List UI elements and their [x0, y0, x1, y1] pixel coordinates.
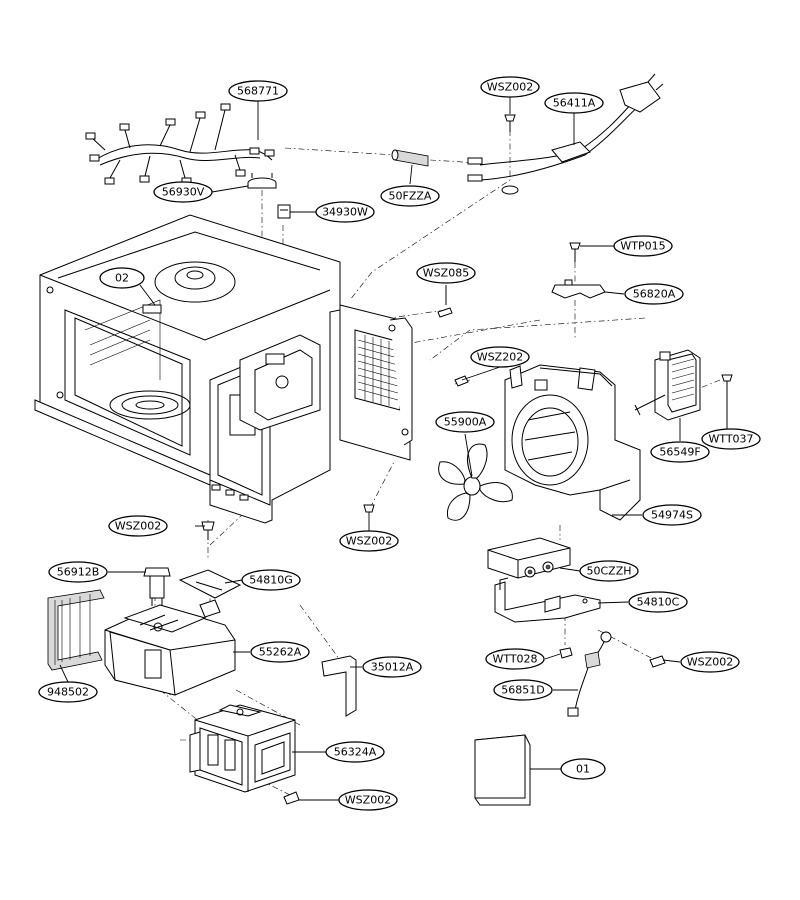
- fan-motor-56549F: [634, 349, 701, 421]
- svg-text:56912B: 56912B: [57, 566, 100, 579]
- svg-text:50CZZH: 50CZZH: [586, 565, 631, 578]
- svg-text:WSZ002: WSZ002: [115, 520, 161, 533]
- gasket-948502: [47, 589, 105, 671]
- label-wtp015: WTP015: [613, 235, 673, 257]
- fan-blade-55900A: [438, 443, 513, 521]
- label-50FZZA: 50FZZA: [380, 185, 440, 207]
- svg-text:WSZ002: WSZ002: [687, 656, 733, 669]
- svg-text:55262A: 55262A: [259, 646, 302, 659]
- screw-wsz002-mid: [363, 504, 375, 513]
- thermostat-56930V: [247, 173, 277, 189]
- svg-text:WSZ002: WSZ002: [346, 535, 392, 548]
- label-wtt028: WTT028: [485, 648, 545, 670]
- svg-text:WSZ202: WSZ202: [477, 351, 523, 364]
- label-wtt037: WTT037: [701, 428, 761, 450]
- svg-text:WSZ085: WSZ085: [423, 267, 469, 280]
- bracket-56820A: [551, 279, 606, 299]
- manual-01: [474, 734, 531, 806]
- svg-text:50FZZA: 50FZZA: [389, 190, 432, 203]
- wire-harness-568771: [85, 103, 275, 185]
- svg-text:01: 01: [576, 763, 590, 776]
- svg-text:54810G: 54810G: [249, 574, 293, 587]
- svg-text:56820A: 56820A: [633, 288, 676, 301]
- label-56930V: 56930V: [153, 181, 213, 203]
- screw-wtp015: [569, 242, 581, 262]
- svg-text:54974S: 54974S: [651, 509, 693, 522]
- label-56912B: 56912B: [48, 561, 108, 583]
- svg-text:WSZ002: WSZ002: [345, 794, 391, 807]
- svg-text:02: 02: [115, 272, 129, 285]
- diode-56851D: [567, 631, 612, 717]
- label-56411A: 56411A: [544, 92, 604, 114]
- svg-text:56549F: 56549F: [659, 446, 700, 459]
- svg-text:56851D: 56851D: [501, 684, 544, 697]
- svg-text:56930V: 56930V: [162, 186, 205, 199]
- svg-text:34930W: 34930W: [322, 206, 368, 219]
- label-56820A: 56820A: [624, 283, 684, 305]
- label-35012A: 35012A: [362, 656, 422, 678]
- screw-wsz202: [454, 375, 469, 387]
- label-56851D: 56851D: [493, 679, 553, 701]
- label-wsz002-top: WSZ002: [480, 76, 540, 98]
- svg-text:568771: 568771: [237, 85, 279, 98]
- label-54810C: 54810C: [628, 591, 688, 613]
- screw-wsz002-right: [649, 655, 666, 668]
- fuse-holder-56912B: [143, 567, 171, 606]
- magnetron-56324A: [189, 704, 296, 793]
- label-wsz002-right: WSZ002: [680, 651, 740, 673]
- svg-text:WTT037: WTT037: [708, 433, 753, 446]
- svg-text:948502: 948502: [47, 686, 89, 699]
- svg-text:55900A: 55900A: [444, 416, 487, 429]
- capacitor-bracket-54810C: [494, 577, 601, 623]
- label-01: 01: [560, 758, 606, 780]
- screw-wsz002-left: [201, 521, 215, 540]
- svg-text:WSZ002: WSZ002: [487, 81, 533, 94]
- part-number-labels: 568771 WSZ002 56411A 56930V 50FZZA 34930…: [38, 76, 761, 811]
- label-02: 02: [99, 267, 145, 289]
- svg-text:WTT028: WTT028: [492, 653, 537, 666]
- label-54810G: 54810G: [241, 569, 301, 591]
- label-54974S: 54974S: [642, 504, 702, 526]
- screw-wsz085: [437, 285, 453, 318]
- svg-text:56324A: 56324A: [334, 746, 377, 759]
- svg-text:56411A: 56411A: [553, 97, 596, 110]
- fuse-50FZZA: [391, 149, 429, 167]
- label-wsz002-left: WSZ002: [108, 515, 168, 537]
- plate-54810G: [178, 569, 242, 599]
- label-568771: 568771: [228, 80, 288, 102]
- label-50CZZH: 50CZZH: [579, 560, 639, 582]
- label-wsz002-mid: WSZ002: [339, 530, 399, 552]
- label-55262A: 55262A: [250, 641, 310, 663]
- screw-wsz002-bottom: [283, 791, 300, 805]
- svg-text:54810C: 54810C: [637, 596, 680, 609]
- power-cord-56411A: [467, 73, 664, 195]
- capacitor-50CZZH: [487, 537, 571, 579]
- label-34930W: 34930W: [315, 201, 375, 223]
- vent-mesh: [357, 335, 399, 406]
- bracket-34930W: [277, 204, 291, 219]
- leader-lines: [59, 97, 728, 801]
- label-948502: 948502: [38, 681, 98, 703]
- hv-transformer-55262A: [104, 599, 236, 696]
- svg-text:WTP015: WTP015: [620, 240, 665, 253]
- label-56324A: 56324A: [325, 741, 385, 763]
- label-wsz085: WSZ085: [416, 262, 476, 284]
- screw-wtt028: [559, 647, 573, 659]
- label-wsz202: WSZ202: [470, 346, 530, 368]
- label-55900A: 55900A: [435, 411, 495, 433]
- svg-text:35012A: 35012A: [371, 661, 414, 674]
- fan-duct-54974S: [504, 364, 641, 521]
- label-56549F: 56549F: [650, 441, 710, 463]
- screw-wsz002-top: [504, 114, 516, 132]
- bracket-35012A: [321, 655, 357, 717]
- label-wsz002-bottom: WSZ002: [338, 789, 398, 811]
- oven-cavity: [34, 214, 413, 524]
